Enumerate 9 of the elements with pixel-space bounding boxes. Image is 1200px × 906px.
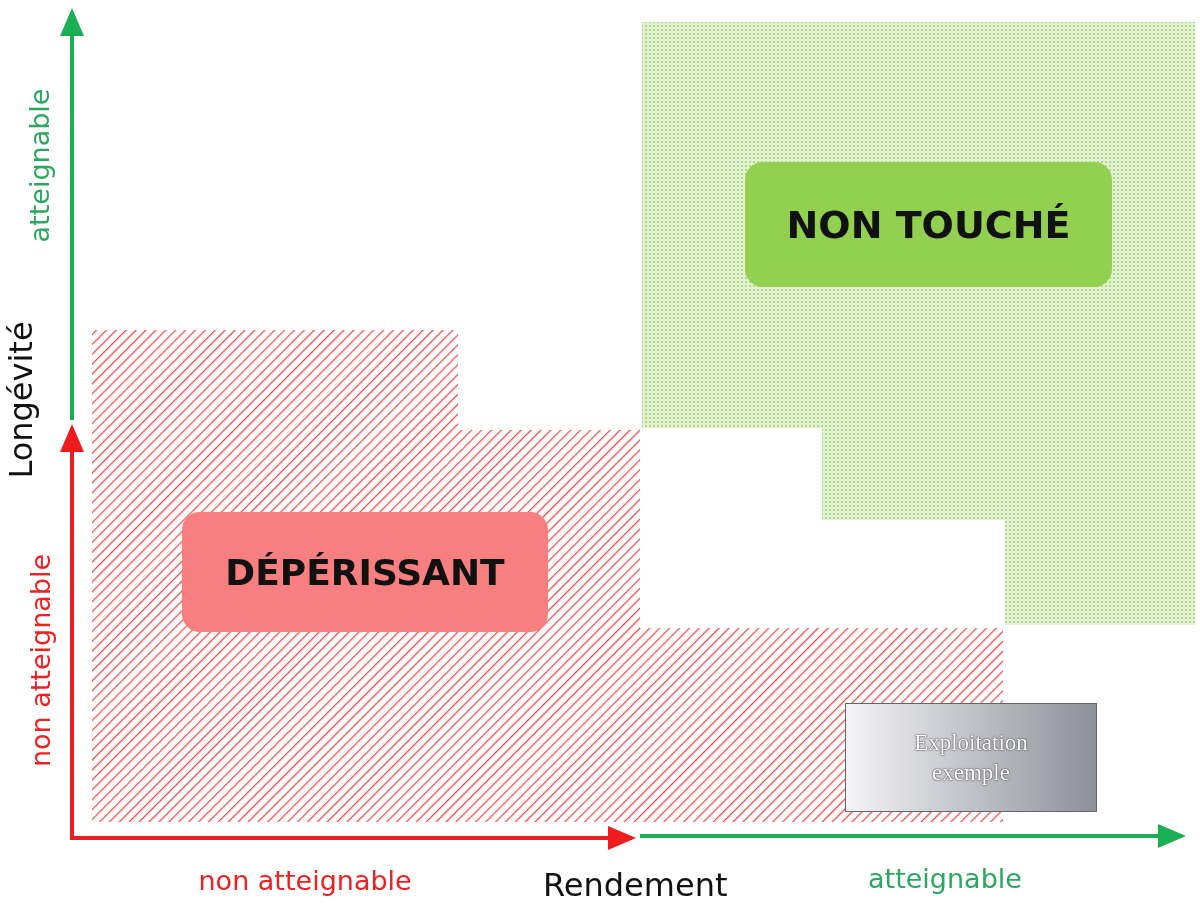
axis-label: atteignable [24, 88, 56, 242]
axis-title: Longévité [1, 321, 40, 479]
axis-label: non atteignable [198, 864, 412, 896]
category-box: DÉPÉRISSANT [182, 512, 548, 632]
example-box: Exploitation exemple [845, 703, 1097, 812]
axis-title: Rendement [543, 866, 728, 904]
axis-label: non atteignable [24, 553, 56, 767]
axis-label: atteignable [868, 862, 1022, 894]
category-box: NON TOUCHÉ [745, 162, 1112, 287]
